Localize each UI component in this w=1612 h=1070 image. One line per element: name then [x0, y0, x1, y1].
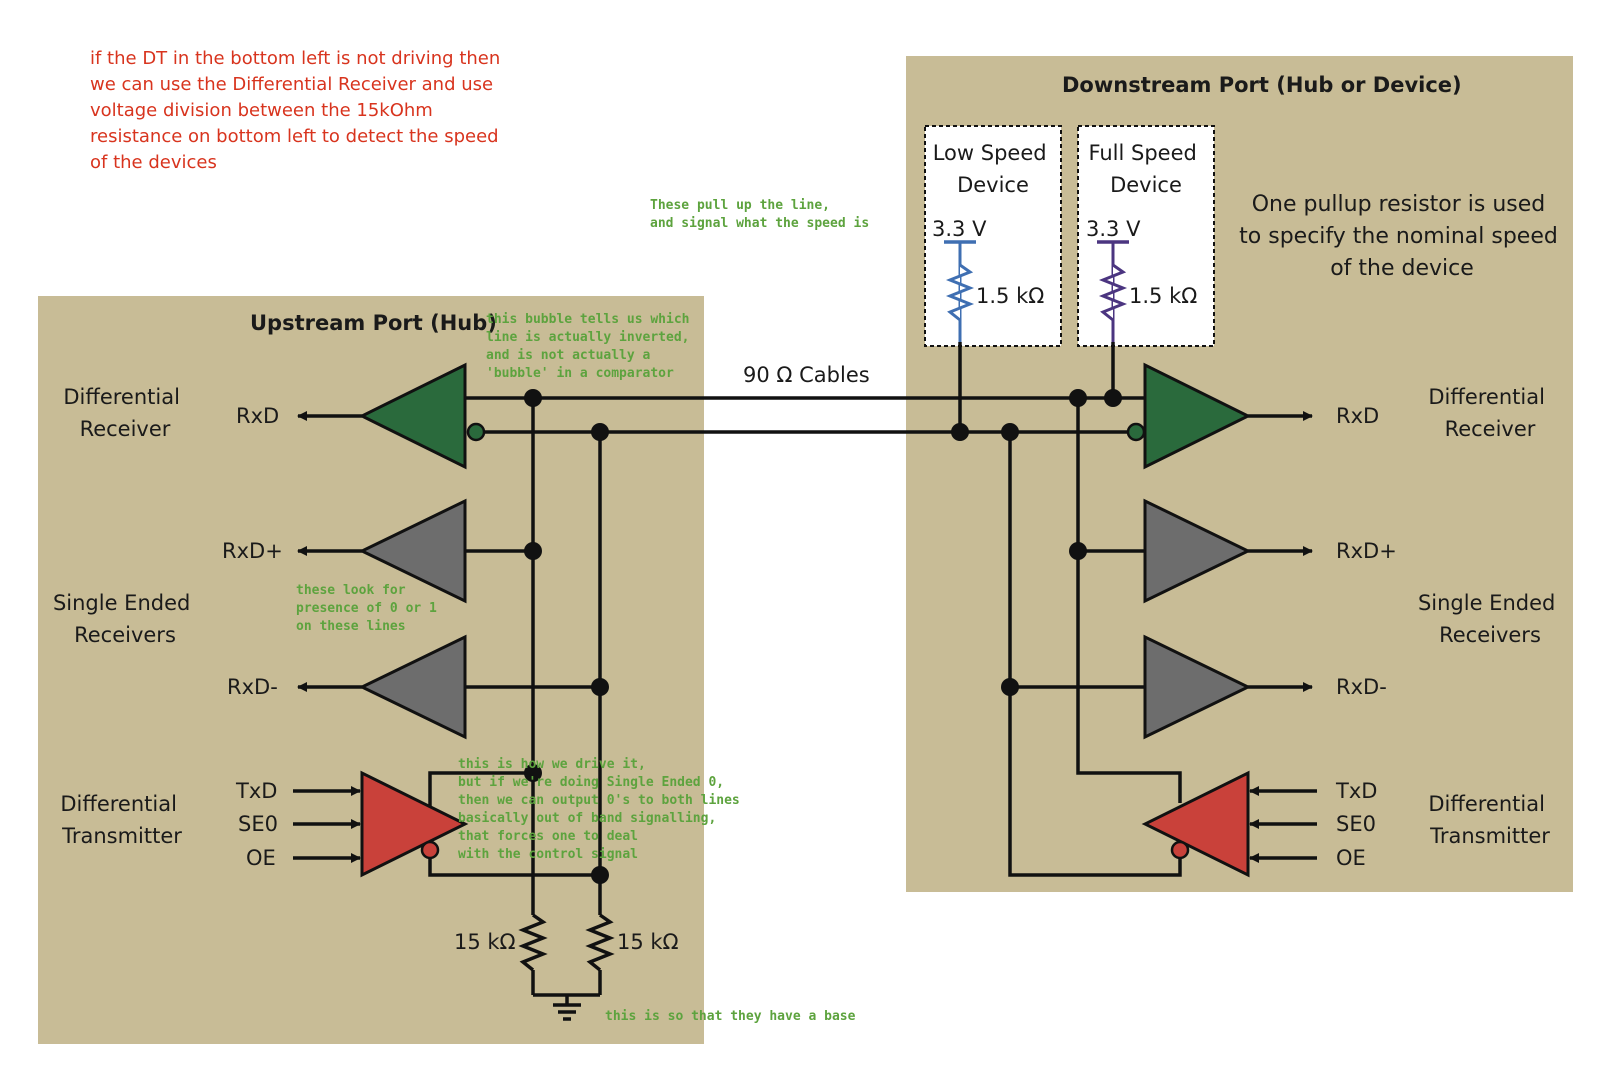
- svg-text:we can use the Differential Re: we can use the Differential Receiver and…: [90, 74, 493, 95]
- downstream-rxd-minus-label: RxD-: [1336, 675, 1387, 699]
- low-speed-voltage: 3.3 V: [932, 217, 987, 241]
- cables-label: 90 Ω Cables: [743, 363, 870, 387]
- upstream-se0-label: SE0: [238, 812, 278, 836]
- ground-symbol: [553, 1003, 581, 1021]
- upstream-title: Upstream Port (Hub): [250, 311, 497, 335]
- downstream-diff-transmitter-label: Differential Transmitter: [1428, 792, 1551, 848]
- downstream-diff-transmitter: [1141, 770, 1250, 878]
- svg-text:voltage division between the 1: voltage division between the 15kOhm: [90, 100, 433, 121]
- full-speed-voltage: 3.3 V: [1086, 217, 1141, 241]
- junction-dots: [524, 389, 1122, 884]
- upstream-rxd-minus-receiver: [358, 634, 467, 740]
- svg-text:resistance on bottom left to d: resistance on bottom left to detect the …: [90, 126, 499, 147]
- downstream-diff-receiver: [1143, 362, 1252, 470]
- upstream-txd-label: TxD: [235, 779, 277, 803]
- upstream-rxd-plus-label: RxD+: [222, 539, 283, 563]
- upstream-rxd-label: RxD: [236, 404, 279, 428]
- upstream-resistor-left: [518, 913, 548, 972]
- upstream-rxd-minus-label: RxD-: [227, 675, 278, 699]
- downstream-oe-label: OE: [1336, 846, 1366, 870]
- downstream-oe-bubble: [1170, 840, 1190, 860]
- drive-annotation: this is how we drive it, but if we're do…: [458, 757, 748, 862]
- full-speed-resistor-label: 1.5 kΩ: [1129, 284, 1197, 308]
- pullup-annotation: These pull up the line, and signal what …: [650, 198, 869, 231]
- downstream-single-ended-label: Single Ended Receivers: [1418, 591, 1562, 647]
- svg-text:of the devices: of the devices: [90, 152, 217, 173]
- downstream-title: Downstream Port (Hub or Device): [1062, 73, 1462, 97]
- downstream-rxd-minus-receiver: [1143, 634, 1252, 740]
- single-ended-annotation: these look for presence of 0 or 1 on the…: [296, 583, 445, 634]
- upstream-diff-transmitter-label: Differential Transmitter: [60, 792, 183, 848]
- downstream-rxd-label: RxD: [1336, 404, 1379, 428]
- upstream-oe-bubble: [420, 840, 440, 860]
- upstream-diff-transmitter: [360, 770, 469, 878]
- upstream-resistor-right: [585, 913, 615, 972]
- full-speed-label: Full Speed Device: [1088, 141, 1203, 197]
- low-speed-label: Low Speed Device: [933, 141, 1054, 197]
- low-speed-box: [924, 125, 1062, 347]
- downstream-txd-label: TxD: [1335, 779, 1377, 803]
- downstream-rxd-plus-label: RxD+: [1336, 539, 1397, 563]
- full-speed-pullup-resistor: [1098, 263, 1128, 322]
- svg-text:if the DT in the bottom left i: if the DT in the bottom left is not driv…: [90, 48, 500, 69]
- upstream-oe-label: OE: [246, 846, 276, 870]
- upstream-inverting-bubble: [466, 422, 486, 442]
- upstream-single-ended-label: Single Ended Receivers: [53, 591, 197, 647]
- pullup-note: One pullup resistor is used to specify t…: [1239, 192, 1565, 281]
- downstream-se0-label: SE0: [1336, 812, 1376, 836]
- upstream-rxd-plus-receiver: [358, 498, 467, 604]
- ground-annotation: this is so that they have a base: [605, 1009, 856, 1024]
- downstream-inverting-bubble: [1126, 422, 1146, 442]
- low-speed-resistor-label: 1.5 kΩ: [976, 284, 1044, 308]
- upstream-diff-receiver: [358, 362, 467, 470]
- bubble-annotation: this bubble tells us which line is actua…: [486, 312, 697, 381]
- upstream-resistor-left-label: 15 kΩ: [454, 930, 516, 954]
- upstream-diff-receiver-label: Differential Receiver: [63, 385, 186, 441]
- speed-detection-note: if the DT in the bottom left is not driv…: [90, 48, 500, 173]
- downstream-diff-receiver-label: Differential Receiver: [1428, 385, 1551, 441]
- upstream-resistor-right-label: 15 kΩ: [617, 930, 679, 954]
- downstream-rxd-plus-receiver: [1143, 498, 1252, 604]
- full-speed-box: [1077, 125, 1215, 347]
- low-speed-pullup-resistor: [945, 263, 975, 322]
